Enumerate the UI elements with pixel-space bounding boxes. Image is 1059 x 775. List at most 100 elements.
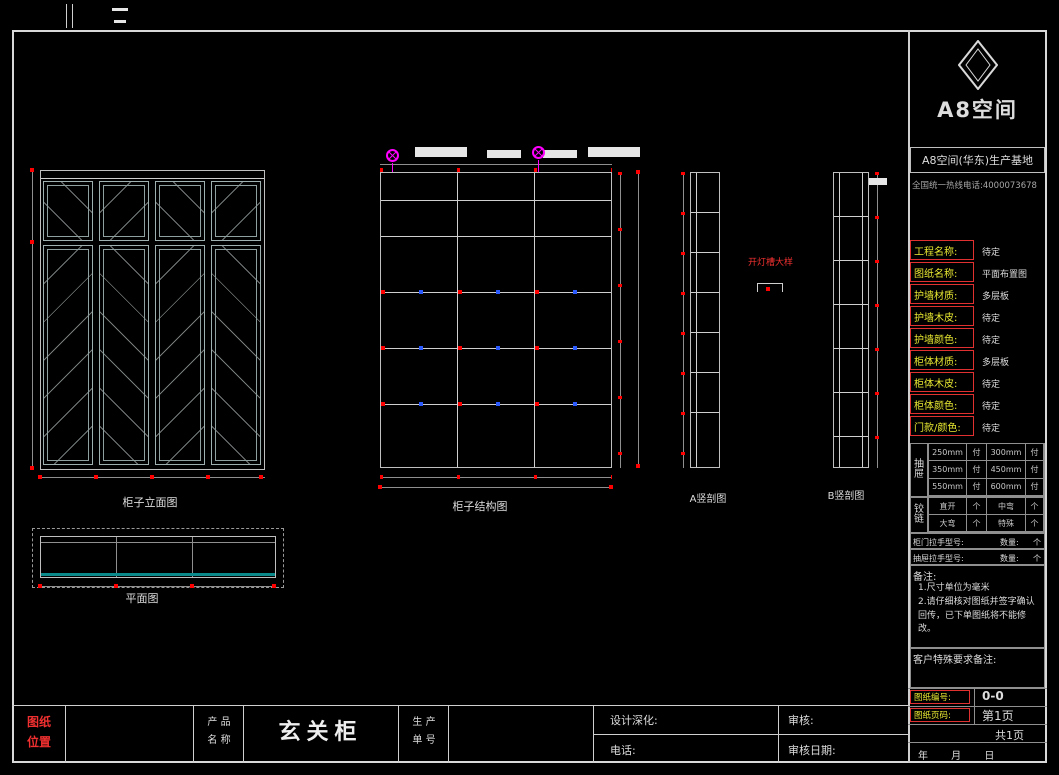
titleblock-row-line <box>908 724 1047 725</box>
handle-qty-label: 数量: <box>1000 538 1019 547</box>
titleblock-row-line <box>908 688 1047 689</box>
dimension-text-block <box>487 150 521 158</box>
customer-notes-title: 客户特殊要求备注: <box>913 655 997 666</box>
door-panel <box>155 245 205 465</box>
section-wall-line <box>839 173 840 467</box>
elevation-label: 柜子立面图 <box>122 496 178 509</box>
handle-label: 抽屉拉手型号: <box>913 554 964 563</box>
shelf-line <box>691 332 719 333</box>
plan-divider <box>116 537 117 577</box>
sheet-no-label: 图纸编号: <box>914 693 951 703</box>
dimension-tick <box>30 168 34 172</box>
bottombar-divider <box>448 705 449 763</box>
bottombar-mid-line <box>593 734 908 735</box>
titleblock-row-line <box>908 706 1047 707</box>
corner-mark <box>66 4 67 28</box>
dimension-tick <box>94 475 98 479</box>
shelf-line <box>691 372 719 373</box>
field-label: 柜体木皮: <box>914 378 958 390</box>
date-line: 年 月 日 <box>918 751 995 762</box>
dimension-tick <box>190 584 194 588</box>
handle-row <box>910 533 1045 549</box>
shelf-markers <box>381 346 611 350</box>
detail-line <box>757 283 758 292</box>
field-label-box: 护墙颜色: <box>910 328 974 348</box>
field-label: 护墙木皮: <box>914 312 958 324</box>
section-a-view <box>690 172 720 468</box>
shelf-markers <box>381 402 611 406</box>
dimension-tick <box>38 475 42 479</box>
field-label: 护墙材质: <box>914 290 958 302</box>
shelf-line <box>381 200 611 201</box>
handle-row <box>910 549 1045 565</box>
sheet-no-label-box: 图纸编号: <box>910 690 970 704</box>
plan-dashed-outline <box>32 528 284 588</box>
field-value: 待定 <box>982 248 1001 258</box>
field-value: 待定 <box>982 336 1001 346</box>
section-symbol-stem <box>538 160 539 172</box>
product-name-label: 名 称 <box>207 735 231 746</box>
structure-vertical <box>534 173 535 467</box>
dimension-ticks <box>618 172 622 468</box>
corner-mark <box>112 8 128 11</box>
page-label-box: 图纸页码: <box>910 708 970 722</box>
drawer-cell: 600mm <box>987 478 1026 496</box>
dimension-tick <box>766 287 770 291</box>
titleblock-row-line <box>908 742 1047 743</box>
total-pages: 共1页 <box>995 729 1024 742</box>
light-slot-label: 开灯槽大样 <box>748 258 794 268</box>
bottombar-divider <box>398 705 399 763</box>
door-panel <box>155 181 205 241</box>
drawer-cell: 付 <box>1026 478 1044 496</box>
dimension-tick <box>206 475 210 479</box>
dimension-text-block <box>415 147 467 157</box>
bottombar-divider <box>65 705 66 763</box>
product-name: 玄关柜 <box>278 720 363 745</box>
field-label: 柜体材质: <box>914 356 958 368</box>
door-panel <box>99 245 149 465</box>
drawer-cell: 350mm <box>929 461 967 479</box>
dimension-line <box>638 172 639 468</box>
section-symbol-icon <box>386 149 399 162</box>
handle-label: 柜门拉手型号: <box>913 538 964 547</box>
dimension-ticks <box>681 172 685 468</box>
drawer-table: 250mm 付 300mm 付 350mm 付 450mm 付 550mm 付 … <box>928 443 1045 497</box>
a8-logo-icon <box>958 40 998 90</box>
door-panel <box>211 245 261 465</box>
shelf-line <box>834 348 868 349</box>
section-symbol-stem <box>392 163 393 172</box>
dimension-text-block <box>869 178 887 185</box>
field-value: 待定 <box>982 402 1001 412</box>
corner-mark <box>72 4 73 28</box>
field-label-box: 工程名称: <box>910 240 974 260</box>
structure-view <box>380 172 612 468</box>
titleblock-col-line <box>974 688 975 724</box>
bottombar-divider <box>243 705 244 763</box>
review-label: 审核: <box>788 714 814 727</box>
door-panel <box>99 181 149 241</box>
handle-unit: 个 <box>1033 538 1041 547</box>
dimension-tick <box>636 170 640 174</box>
drawer-section-label: 抽屉 <box>910 443 928 497</box>
dimension-ticks <box>380 168 612 172</box>
shelf-line <box>691 252 719 253</box>
product-name-label: 产 品 <box>207 717 231 728</box>
design-label: 设计深化: <box>610 714 658 727</box>
shelf-line <box>834 216 868 217</box>
hinge-cell: 大弯 <box>929 515 967 532</box>
field-value: 多层板 <box>982 358 1010 368</box>
elevation-view <box>40 170 265 470</box>
notes-title: 备注: <box>913 572 937 583</box>
field-label: 柜体颜色: <box>914 400 958 412</box>
dimension-line <box>380 164 612 165</box>
hinge-section-label: 铰链 <box>910 497 928 533</box>
dimension-tick <box>114 584 118 588</box>
section-a-label: A竖剖图 <box>689 494 727 505</box>
shelf-line <box>834 304 868 305</box>
field-label: 门款/颜色: <box>914 422 961 434</box>
drawer-cell: 付 <box>1026 444 1044 462</box>
sheet-position-label: 图纸 <box>26 715 51 729</box>
shelf-line <box>691 212 719 213</box>
detail-line <box>757 283 783 284</box>
